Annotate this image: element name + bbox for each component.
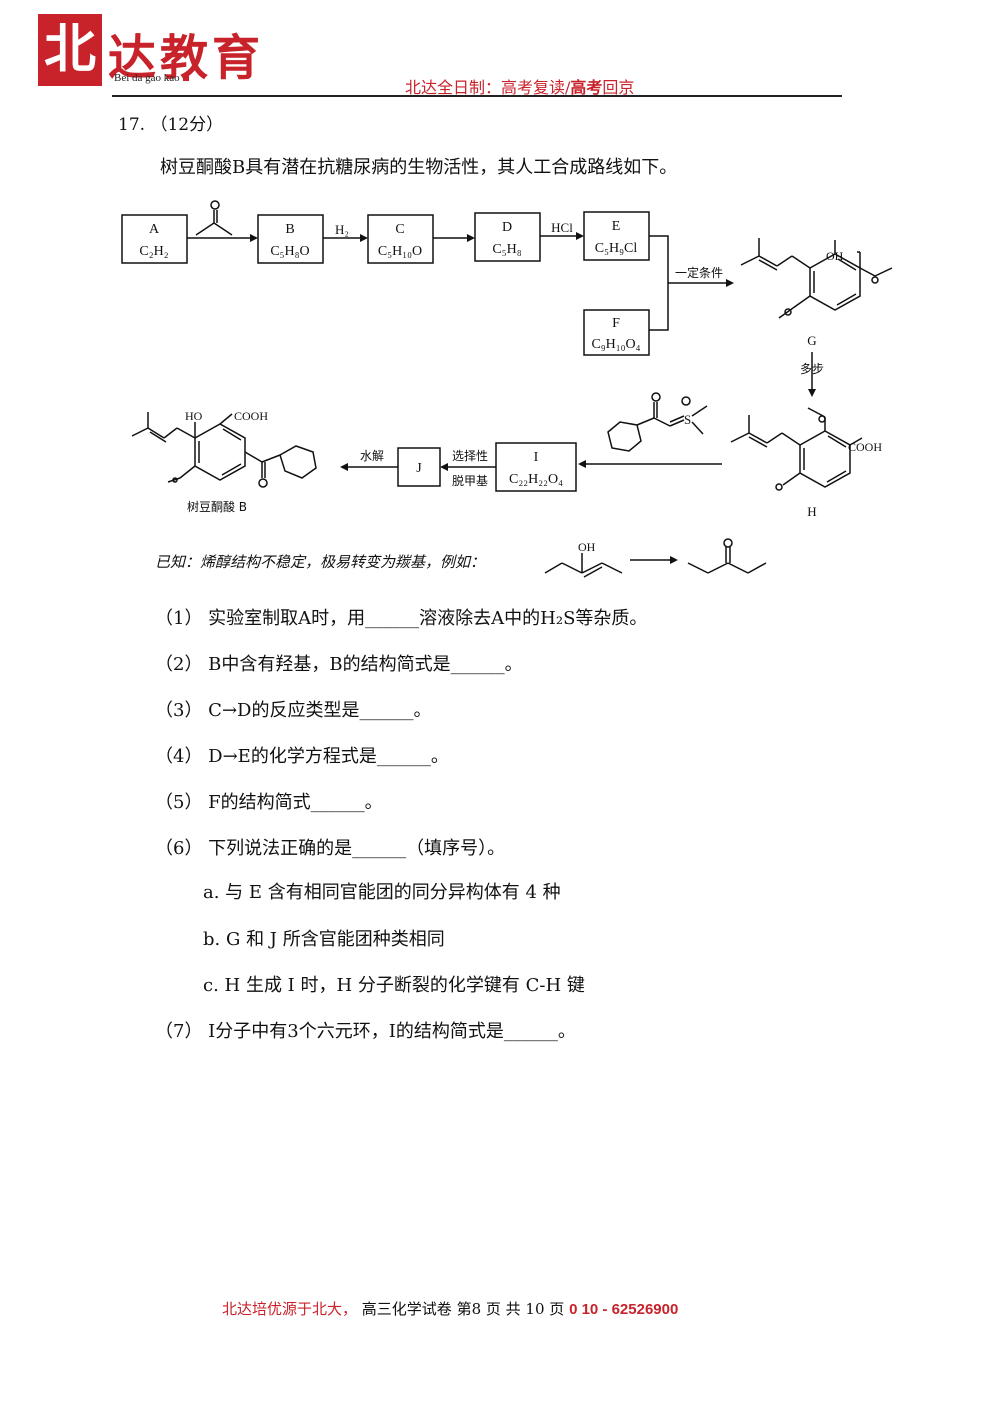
option-a: a. 与 E 含有相同官能团的同分异构体有 4 种 bbox=[203, 882, 561, 903]
merge-bracket bbox=[649, 235, 669, 331]
box-i: I C₂₂H₂₂O₄ bbox=[495, 442, 577, 492]
box-f: F C₉H₁₀O₄ bbox=[583, 309, 650, 356]
box-a: A C₂H₂ bbox=[121, 214, 188, 264]
box-c: C C₅H₁₀O bbox=[367, 214, 434, 264]
synthesis-scheme: A C₂H₂ B C₅H₈O H₂ C C₅H₁₀O D C₅H₈ HCl E … bbox=[121, 200, 893, 519]
product-ho-label: HO bbox=[185, 409, 203, 423]
product-cooh-label: COOH bbox=[234, 409, 268, 423]
box-b-formula: C₅H₈O bbox=[270, 244, 309, 259]
option-c: c. H 生成 I 时，H 分子断裂的化学键有 C-H 键 bbox=[203, 975, 585, 996]
enol-oh-label: OH bbox=[578, 540, 596, 554]
ylide-reagent: S bbox=[607, 392, 708, 452]
box-i-formula: C₂₂H₂₂O₄ bbox=[509, 472, 563, 487]
slogan-part-a: 北达全日制：高考复读/ bbox=[405, 78, 571, 97]
reagent-demethylation: 脱甲基 bbox=[452, 473, 488, 488]
question-7: （7） I分子中有3个六元环，I的结构简式是______。 bbox=[155, 1021, 576, 1042]
footer-slogan: 北达培优源于北大， bbox=[222, 1300, 358, 1318]
product-b-label: 树豆酮酸 B bbox=[187, 499, 247, 514]
logo-char: 北 bbox=[43, 19, 96, 80]
footer-page-info: 高三化学试卷 第8 页 共 10 页 bbox=[361, 1300, 565, 1318]
h-cooh-label: COOH bbox=[848, 440, 882, 454]
ylide-s-label: S bbox=[684, 412, 691, 427]
box-e: E C₅H₉Cl bbox=[583, 211, 650, 261]
box-f-formula: C₉H₁₀O₄ bbox=[591, 337, 640, 352]
box-a-formula: C₂H₂ bbox=[139, 244, 168, 259]
slogan-part-c: 回京 bbox=[602, 78, 635, 97]
box-e-formula: C₅H₉Cl bbox=[595, 241, 638, 256]
logo-subtitle: Bei da gao kao bbox=[114, 72, 189, 84]
question-2: （2） B中含有羟基，B的结构简式是______。 bbox=[155, 654, 523, 675]
logo: 北 bbox=[38, 14, 102, 86]
compound-h: COOH H bbox=[730, 407, 882, 519]
question-6: （6） 下列说法正确的是______（填序号）。 bbox=[155, 838, 506, 859]
box-j-label: J bbox=[416, 461, 422, 476]
box-f-label: F bbox=[612, 316, 620, 331]
reagent-h2: H₂ bbox=[335, 222, 349, 237]
box-i-label: I bbox=[534, 450, 539, 465]
footer: 北达培优源于北大， 高三化学试卷 第8 页 共 10 页 0 10 - 6252… bbox=[222, 1298, 678, 1319]
box-d-label: D bbox=[502, 220, 512, 235]
header-slogan: 北达全日制：高考复读/高考回京 bbox=[405, 74, 634, 98]
question-5: （5） F的结构简式______。 bbox=[155, 792, 383, 813]
reagent-multistep: 多步 bbox=[800, 362, 824, 376]
product-b-structure: HO COOH 树豆酮酸 B bbox=[131, 409, 317, 514]
box-b-label: B bbox=[285, 222, 294, 237]
question-4: （4） D→E的化学方程式是______。 bbox=[155, 746, 449, 767]
compound-g-label: G bbox=[807, 333, 816, 348]
g-oh-label: OH bbox=[826, 249, 844, 263]
acetone-structure bbox=[195, 200, 233, 236]
question-1: （1） 实验室制取A时，用______溶液除去A中的H₂S等杂质。 bbox=[155, 608, 648, 629]
reagent-hydrolysis: 水解 bbox=[360, 449, 384, 463]
reagent-hcl: HCl bbox=[551, 220, 573, 235]
box-d-formula: C₅H₈ bbox=[492, 242, 521, 257]
compound-h-label: H bbox=[807, 504, 816, 519]
option-b: b. G 和 J 所含官能团种类相同 bbox=[203, 929, 445, 950]
enol-example: OH bbox=[544, 538, 767, 578]
box-b: B C₅H₈O bbox=[257, 214, 324, 264]
known-note: 已知：烯醇结构不稳定，极易转变为羰基，例如： bbox=[155, 553, 486, 571]
header-divider bbox=[112, 95, 842, 97]
footer-phone: 0 10 - 62526900 bbox=[569, 1301, 679, 1318]
enol-structure: OH bbox=[544, 540, 623, 578]
box-a-label: A bbox=[149, 222, 160, 237]
box-c-formula: C₅H₁₀O bbox=[378, 244, 422, 259]
box-d: D C₅H₈ bbox=[474, 212, 541, 262]
box-e-label: E bbox=[612, 219, 621, 234]
ketone-structure bbox=[687, 538, 767, 574]
square-icon bbox=[182, 75, 189, 81]
question-3: （3） C→D的反应类型是______。 bbox=[155, 700, 432, 721]
logo-subtitle-text: Bei da gao kao bbox=[114, 72, 180, 84]
compound-g: OH G bbox=[740, 238, 893, 348]
box-j: J bbox=[397, 447, 441, 487]
slogan-part-b: 高考 bbox=[570, 78, 603, 97]
question-intro: 树豆酮酸B具有潜在抗糖尿病的生物活性，其人工合成路线如下。 bbox=[160, 157, 678, 178]
reagent-selective: 选择性 bbox=[452, 449, 488, 463]
box-c-label: C bbox=[395, 222, 404, 237]
reagent-condition: 一定条件 bbox=[675, 265, 723, 280]
question-number: 17. （12分） bbox=[118, 115, 224, 135]
